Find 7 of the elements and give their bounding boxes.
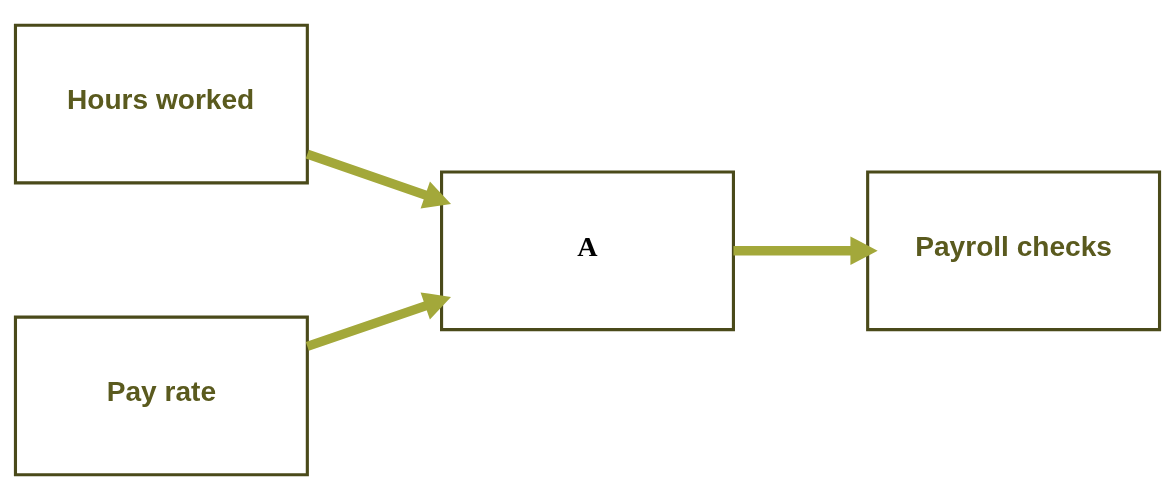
node-box: Payroll checks (866, 169, 1162, 331)
node-box: Hours worked (13, 23, 309, 184)
node-box: A (440, 169, 735, 331)
arrow (305, 149, 451, 209)
arrow (305, 291, 451, 351)
node-box: Pay rate (13, 315, 309, 476)
arrow (733, 236, 878, 265)
